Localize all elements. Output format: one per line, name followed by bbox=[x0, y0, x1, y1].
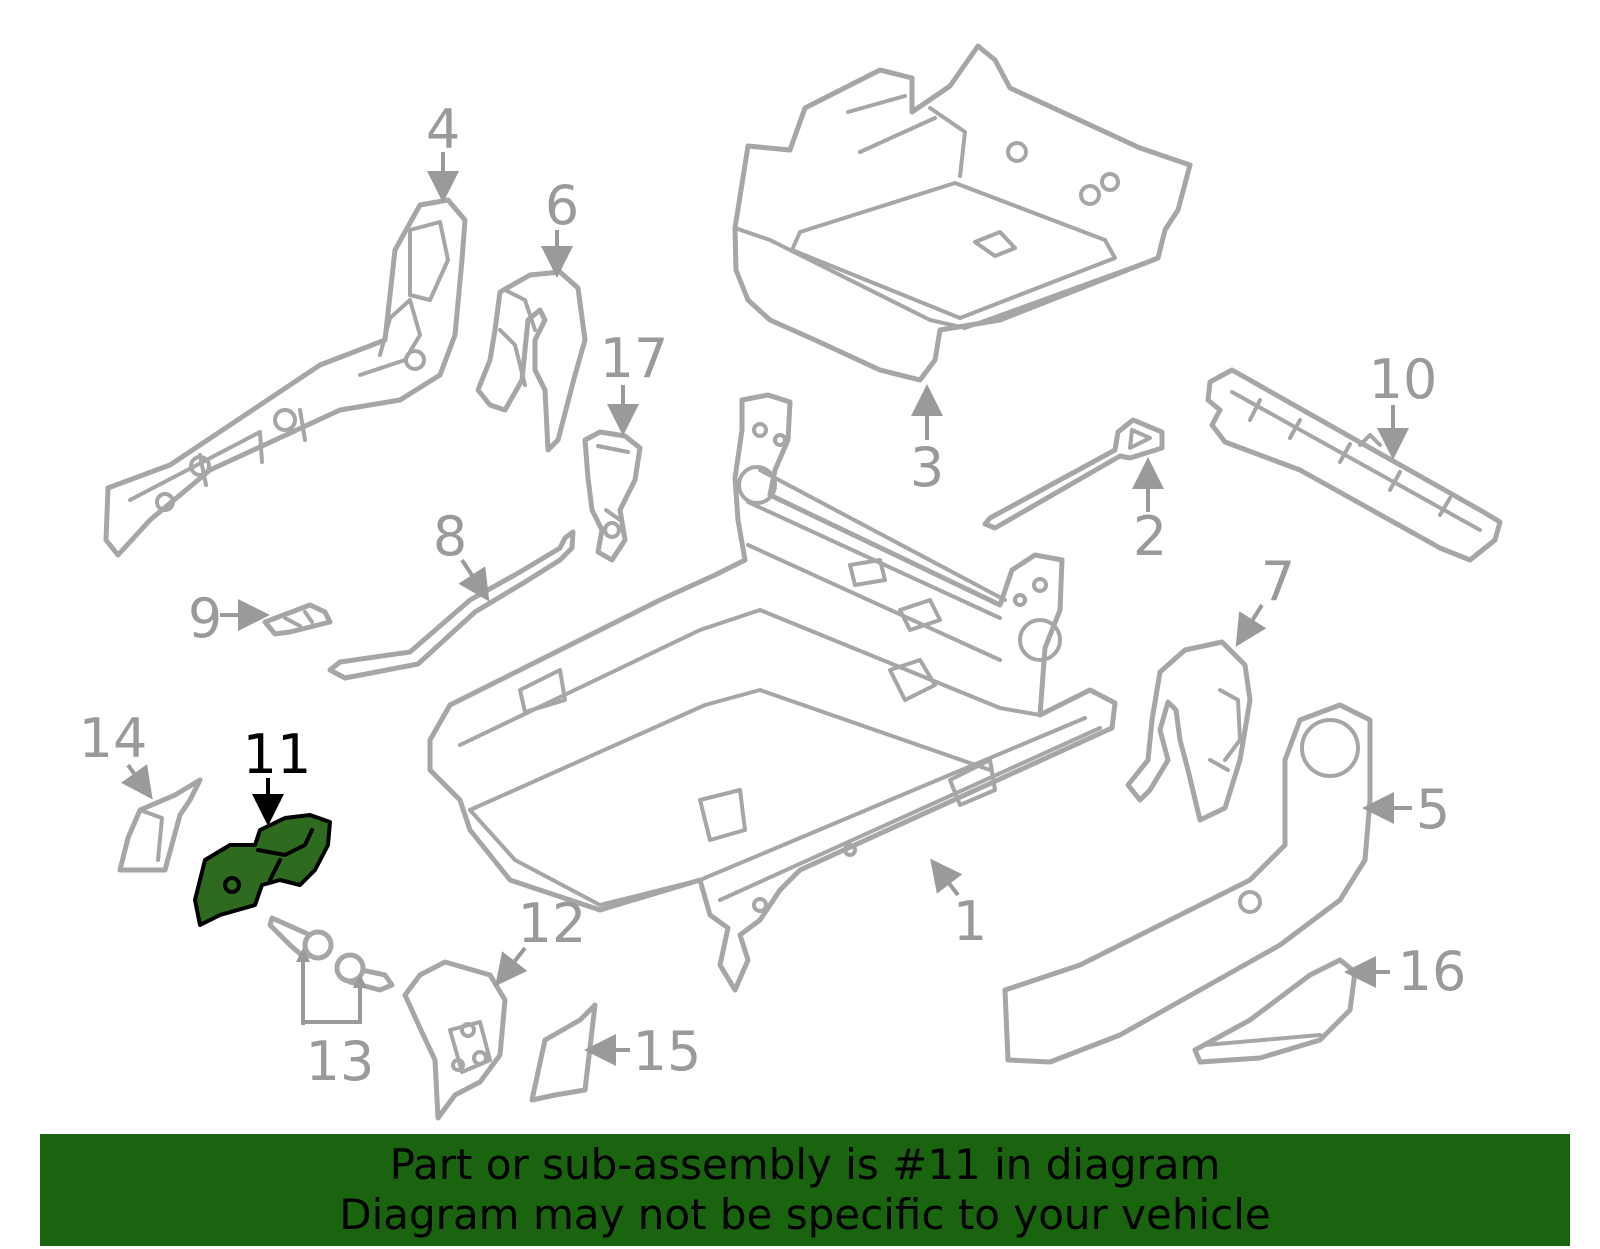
leader-12 bbox=[495, 946, 528, 987]
leader-1 bbox=[930, 858, 963, 897]
part-16-handle bbox=[1192, 957, 1358, 1065]
callout-16: 16 bbox=[1398, 940, 1467, 1003]
part-9-clip bbox=[262, 602, 333, 637]
part-4-outer-trim-shield bbox=[103, 197, 468, 558]
callout-11: 11 bbox=[243, 723, 312, 786]
callout-13: 13 bbox=[306, 1030, 375, 1093]
part-11-highlighted-bracket bbox=[193, 813, 332, 927]
callout-6: 6 bbox=[545, 174, 579, 237]
part-14-bracket bbox=[117, 777, 203, 873]
part-15-panel bbox=[529, 1002, 598, 1103]
callout-10: 10 bbox=[1369, 348, 1438, 411]
part-6-recliner-cover bbox=[475, 269, 588, 453]
leader-14 bbox=[121, 763, 153, 800]
callout-17: 17 bbox=[600, 327, 669, 390]
part-12-front-trim bbox=[402, 959, 508, 1121]
part-3-seat-cushion-pan bbox=[732, 43, 1193, 383]
leader-7 bbox=[1235, 603, 1267, 647]
part-8-wire bbox=[327, 529, 576, 681]
leader-13-arrowheads bbox=[296, 948, 367, 988]
leader-lines bbox=[121, 152, 1412, 1066]
part-1-seat-frame bbox=[427, 392, 1118, 993]
callout-5: 5 bbox=[1416, 778, 1450, 841]
callout-2: 2 bbox=[1133, 505, 1167, 568]
callout-14: 14 bbox=[79, 707, 148, 770]
part-7-recliner-cover bbox=[1125, 639, 1253, 823]
part-17-belt-buckle bbox=[582, 429, 643, 563]
callout-4: 4 bbox=[426, 98, 460, 161]
part-10-track-bracket bbox=[1205, 367, 1503, 563]
callout-12: 12 bbox=[518, 892, 587, 955]
callout-7: 7 bbox=[1261, 550, 1295, 613]
leader-13 bbox=[301, 958, 362, 1024]
banner-line-1: Part or sub-assembly is #11 in diagram bbox=[389, 1140, 1221, 1189]
callout-3: 3 bbox=[910, 436, 944, 499]
banner-line-2: Diagram may not be specific to your vehi… bbox=[339, 1190, 1271, 1239]
part-2-release-strap bbox=[982, 417, 1165, 531]
callout-1: 1 bbox=[953, 890, 987, 953]
part-13-bolts bbox=[267, 915, 395, 993]
leader-8 bbox=[458, 558, 490, 602]
callout-8: 8 bbox=[433, 505, 467, 568]
callout-15: 15 bbox=[633, 1020, 702, 1083]
info-banner: Part or sub-assembly is #11 in diagram D… bbox=[40, 1134, 1570, 1246]
callout-numbers: 4 6 17 3 2 10 8 9 7 5 1 14 11 12 15 16 1… bbox=[79, 98, 1467, 1093]
callout-9: 9 bbox=[188, 587, 222, 650]
